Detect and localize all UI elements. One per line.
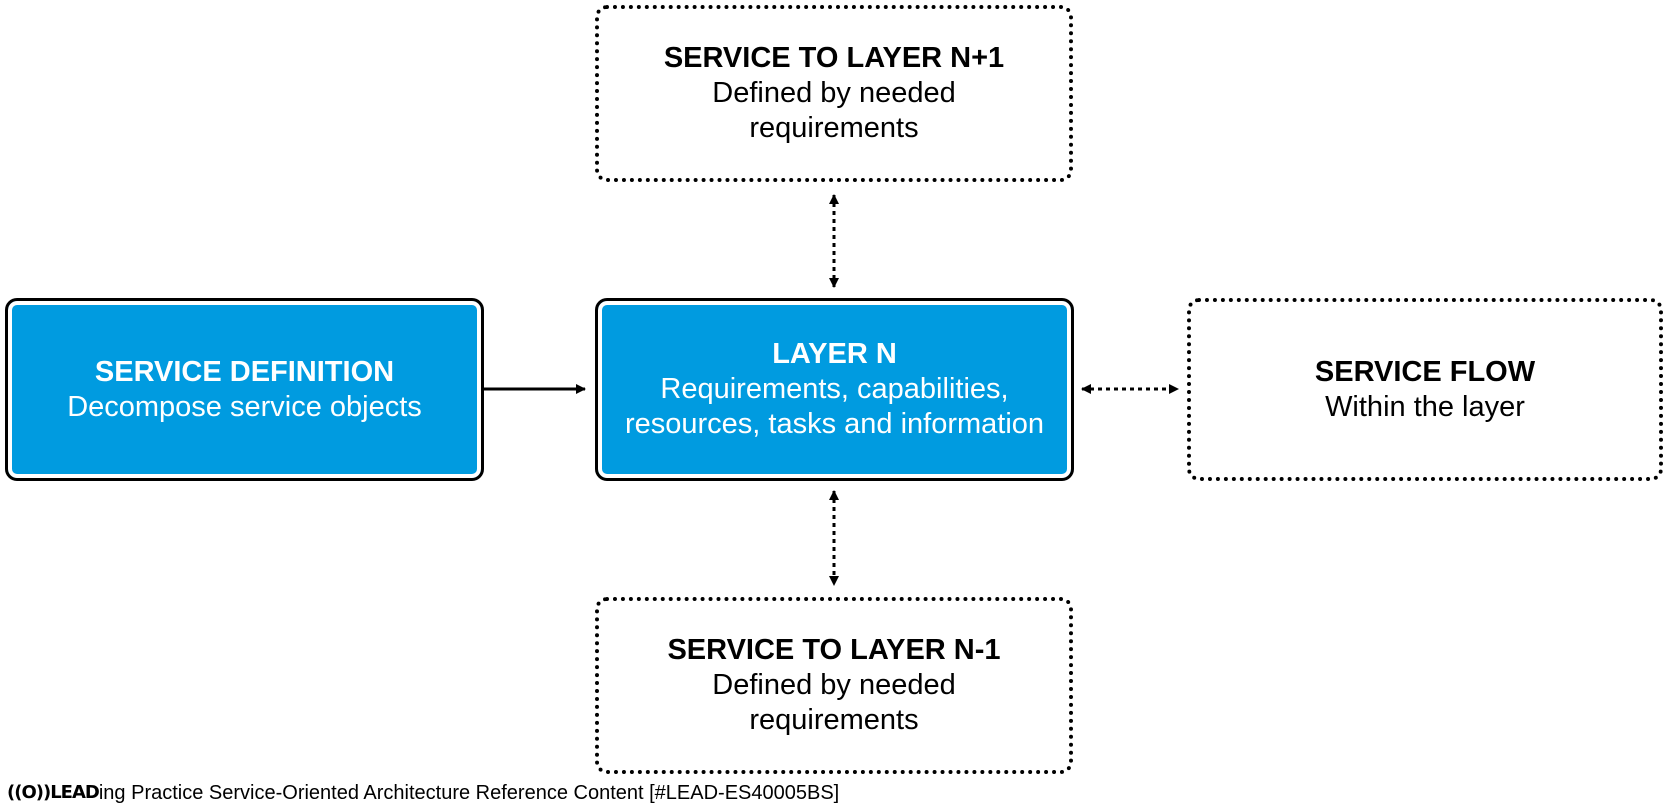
layer-above-title: SERVICE TO LAYER N+1 <box>663 42 1005 74</box>
service-flow-title: SERVICE FLOW <box>1314 355 1536 388</box>
layer-below-box: SERVICE TO LAYER N-1 Defined by needed r… <box>595 597 1073 774</box>
layer-n-box: LAYER N Requirements, capabilities, reso… <box>595 298 1074 481</box>
service-flow-subtitle: Within the layer <box>1325 390 1525 423</box>
service-definition-subtitle: Decompose service objects <box>67 390 422 423</box>
layer-above-box: SERVICE TO LAYER N+1 Defined by needed r… <box>595 5 1073 182</box>
layer-below-subtitle: Defined by needed requirements <box>712 669 956 736</box>
layer-below-title: SERVICE TO LAYER N-1 <box>667 634 1001 666</box>
layer-above-subtitle: Defined by needed requirements <box>712 77 956 144</box>
footer-text: ing Practice Service-Oriented Architectu… <box>98 782 840 804</box>
service-flow-box: SERVICE FLOW Within the layer <box>1187 298 1663 481</box>
service-definition-title: SERVICE DEFINITION <box>94 355 395 388</box>
layer-n-subtitle: Requirements, capabilities, resources, t… <box>624 373 1045 440</box>
lead-logo: ((O))LEAD <box>7 782 100 803</box>
service-definition-box: SERVICE DEFINITION Decompose service obj… <box>5 298 484 481</box>
layer-n-title: LAYER N <box>772 338 897 370</box>
